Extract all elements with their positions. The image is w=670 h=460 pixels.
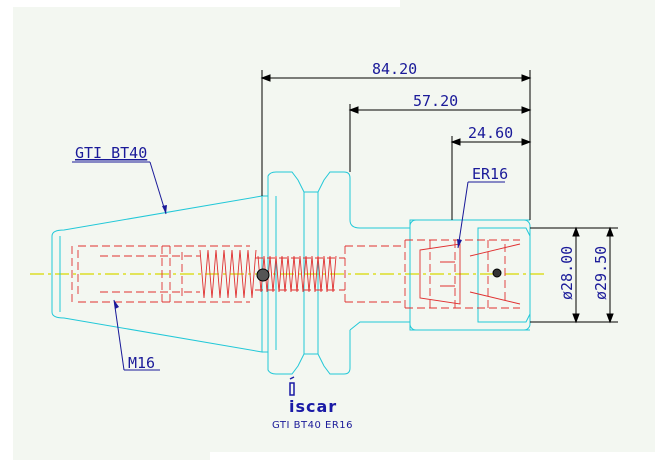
label-gti-bt40: GTI BT40 bbox=[75, 144, 147, 162]
logo-brand: iscar bbox=[289, 397, 337, 416]
iscar-logo: iscar GTI BT40 ER16 bbox=[272, 376, 353, 431]
dim-nose-length: 24.60 bbox=[468, 124, 513, 142]
bottom-margin bbox=[210, 452, 670, 460]
dim-diameter-28: ø28.00 bbox=[558, 246, 576, 300]
logo-mark bbox=[289, 376, 295, 396]
collet-nut bbox=[409, 219, 531, 331]
dimension-lines bbox=[260, 70, 618, 324]
logo-caption: GTI BT40 ER16 bbox=[272, 420, 353, 431]
collet-pin bbox=[492, 268, 502, 278]
leader-lines bbox=[72, 161, 505, 371]
right-margin bbox=[655, 0, 670, 460]
holder-body-outline bbox=[51, 171, 531, 375]
top-margin bbox=[0, 0, 400, 7]
dim-diameter-29-5: ø29.50 bbox=[592, 246, 610, 300]
label-er16: ER16 bbox=[472, 165, 508, 183]
dim-overall-length: 84.20 bbox=[372, 60, 417, 78]
dim-mid-length: 57.20 bbox=[413, 92, 458, 110]
flange-bottom bbox=[262, 330, 351, 375]
ball-pin bbox=[256, 268, 270, 282]
left-margin bbox=[0, 0, 13, 460]
hidden-internal-lines bbox=[71, 239, 521, 309]
label-m16: M16 bbox=[128, 354, 155, 372]
flange-top bbox=[262, 171, 351, 220]
